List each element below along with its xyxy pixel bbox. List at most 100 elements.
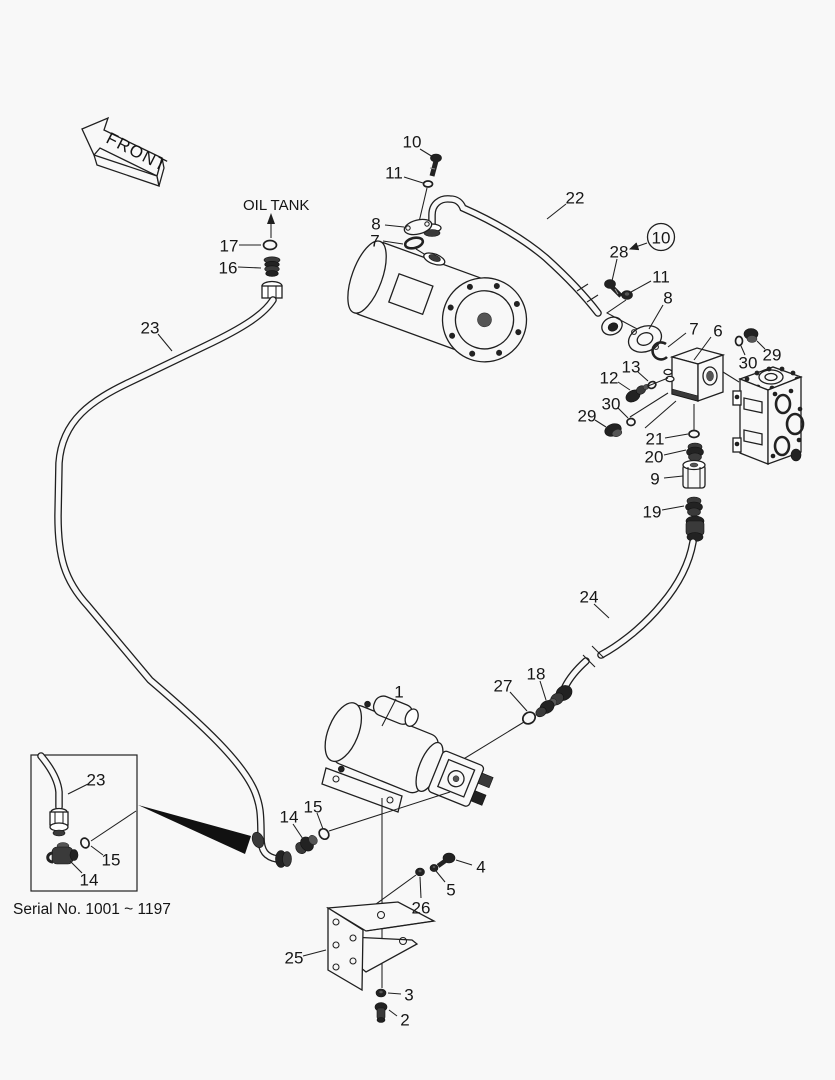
- callout-leader-1: [381, 698, 397, 727]
- callout-8: 8: [663, 289, 672, 308]
- callout-12: 12: [600, 369, 619, 388]
- adapter-9: [682, 459, 706, 489]
- callout-9: 9: [650, 470, 659, 489]
- callout-leader-11: [403, 176, 424, 184]
- callout-leader-24: [593, 603, 610, 619]
- bracket-25: [325, 901, 437, 992]
- detail-pointer-wedge: [138, 805, 251, 854]
- callout-30: 30: [739, 354, 758, 373]
- snap-ring-21: [688, 429, 700, 439]
- callout-10: 10: [652, 229, 671, 248]
- callout-leader-30: [617, 407, 629, 419]
- callout-leader-14: [292, 823, 304, 840]
- oil-tank-oring-17: [262, 239, 278, 251]
- callout-5: 5: [446, 881, 455, 900]
- callout-leader-2: [388, 1009, 398, 1017]
- callout-23: 23: [87, 771, 106, 790]
- hose-24: [550, 515, 705, 706]
- washer-11-top: [418, 180, 434, 223]
- callout-16: 16: [219, 259, 238, 278]
- callout-leader-7: [382, 240, 404, 245]
- callout-leader-11: [630, 280, 652, 293]
- callout-3: 3: [404, 986, 413, 1005]
- callout-leader-3: [387, 992, 402, 995]
- fitting-18: [535, 698, 557, 718]
- callout-leader-23: [157, 333, 173, 352]
- fitting-11-right: [605, 290, 642, 332]
- fitting-12: [625, 377, 669, 403]
- manifold-block-6: [629, 347, 740, 430]
- callout-15: 15: [304, 798, 323, 817]
- callout-leader-9: [663, 475, 684, 479]
- fitting-19: [685, 496, 703, 517]
- callout-leader-22: [546, 203, 567, 220]
- callout-leader-6: [693, 336, 712, 361]
- callout-4: 4: [476, 858, 485, 877]
- callout-1: 1: [394, 683, 403, 702]
- oil-tank-callout: OIL TANK: [243, 197, 309, 238]
- oil-tank-label: OIL TANK: [243, 197, 309, 214]
- callout-leader-14: [69, 860, 83, 874]
- callout-26: 26: [412, 899, 431, 918]
- callout-leader-23: [67, 783, 89, 795]
- callout-leader-26: [419, 876, 422, 899]
- callout-8: 8: [371, 215, 380, 234]
- callout-leader-8: [384, 224, 405, 228]
- callout-30: 30: [602, 395, 621, 414]
- callout-leader-18: [539, 680, 547, 701]
- callout-7: 7: [689, 320, 698, 339]
- callout-21: 21: [646, 430, 665, 449]
- up-arrow-icon: [267, 213, 275, 224]
- callout-15: 15: [102, 851, 121, 870]
- callout-24: 24: [580, 588, 599, 607]
- callout-22: 22: [566, 189, 585, 208]
- callout-leader-10: [629, 242, 648, 251]
- fitting-20: [686, 442, 704, 462]
- callout-leader-12: [617, 381, 631, 391]
- bolt-28: [604, 279, 623, 298]
- callout-11: 11: [385, 164, 403, 183]
- serial-detail-box: [30, 752, 138, 892]
- callout-7: 7: [370, 232, 379, 251]
- bolt-10: [429, 153, 442, 177]
- callout-leader-29: [756, 340, 766, 350]
- washer-3: [375, 988, 387, 998]
- oring-15-box: [80, 837, 90, 849]
- callout-29: 29: [578, 407, 597, 426]
- washer-5: [429, 864, 439, 872]
- flange-8-right: [627, 325, 663, 353]
- hose-23-top-elbow-nut: [261, 280, 283, 299]
- callout-17: 17: [220, 237, 239, 256]
- callout-leader-5: [435, 870, 446, 883]
- callout-6: 6: [713, 322, 722, 341]
- callout-leader-8: [648, 304, 664, 330]
- callout-leader-27: [509, 691, 528, 712]
- serial-note: Serial No. 1001 ~ 1197: [13, 901, 171, 918]
- front-arrow: FRONT: [81, 116, 171, 187]
- oring-13: [647, 380, 657, 390]
- callout-25: 25: [285, 949, 304, 968]
- callout-leader-25: [302, 949, 327, 957]
- callout-28: 28: [610, 243, 629, 262]
- callout-leader-13: [637, 371, 649, 382]
- plug-29-right: [743, 328, 759, 343]
- elbow-fitting-14-box: [46, 842, 79, 865]
- main-pump: [347, 240, 528, 363]
- steering-valve: [732, 366, 805, 465]
- callout-19: 19: [643, 503, 662, 522]
- oil-tank-fitting-16: [263, 256, 281, 277]
- callout-leader-21: [664, 433, 689, 439]
- callout-2: 2: [400, 1011, 409, 1030]
- callout-leader-20: [663, 449, 687, 456]
- plug-29-left: [604, 423, 623, 437]
- callout-20: 20: [645, 448, 664, 467]
- callout-leader-15: [90, 845, 104, 856]
- callout-leader-10: [419, 148, 434, 158]
- callout-29: 29: [763, 346, 782, 365]
- callout-18: 18: [527, 665, 546, 684]
- flange-8-top: [403, 218, 433, 236]
- motor-pump-assembly-1: [321, 695, 494, 988]
- callout-leader-16: [237, 266, 262, 269]
